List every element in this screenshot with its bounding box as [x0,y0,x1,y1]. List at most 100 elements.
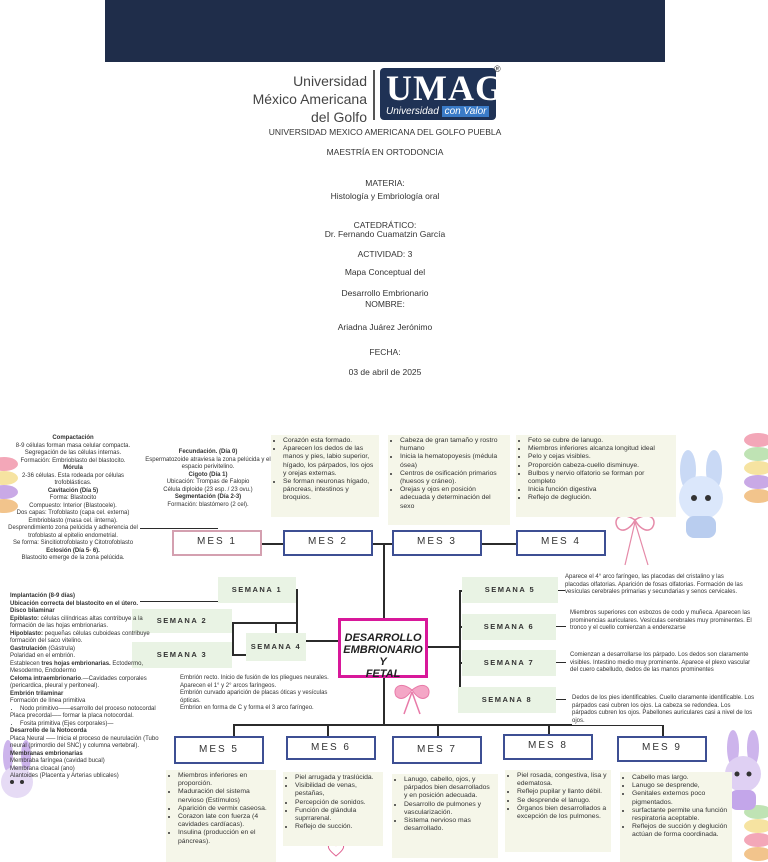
bullet-list: Corazón esta formado.Aparecen los dedos … [283,437,375,503]
connector [459,590,461,700]
connector [232,654,246,656]
title-line-1: Mapa Conceptual del [344,267,426,277]
bullet-item: Inicia la hematopoyesis (médula ósea) [400,453,506,469]
note-text: Formación: blastómero (2 cel). [167,501,249,508]
month-1-notes: Fecundación. (Día 0)Espermatozoide atrav… [140,449,276,509]
connector [233,724,235,736]
logo-divider [373,70,375,120]
note-line: Mórula [6,465,140,473]
note-list: Fosita primitiva (Ejes corporales)— [20,721,170,729]
note-line: Hipoblasto: pequeñas células cuboideas c… [10,631,170,646]
bullet-item: Miembros inferiores en proporción. [178,772,272,788]
note-line: Embrión trilaminar [10,691,170,699]
month-2-notes: Corazón esta formado.Aparecen los dedos … [271,435,379,517]
week-6-box: SEMANA 6 [462,614,556,640]
note-line: Placa precordal—– formar la placa notoco… [10,713,170,721]
date: 03 de abril de 2025 [348,367,422,377]
note-text: Forma: Blastocito [49,495,97,501]
note-line: Membranas embrionarias [10,751,170,759]
week-5-notes: Aparece el 4° arco faríngeo, las placoda… [565,574,745,597]
bullet-list: Lanugo, cabello, ojos, y párpados bien d… [404,776,494,833]
note-line: Espermatozoide atraviesa la zona pelúcid… [140,457,276,472]
month-1-box: MES 1 [172,530,262,556]
note-heading: Membranas embrionarias [10,750,83,757]
note-text: Blastocito emerge de la zona pelúcida. [21,555,125,561]
week-8-notes: Dedos de los pies identificables. Cuello… [572,695,756,725]
bullet-item: Bulbos y nervio olfatorio se forman por … [528,470,672,486]
note-list: Nodo primitivo——esarrollo del proceso no… [20,706,170,714]
bullet-item: Sistema nervioso mas desarrollado. [404,817,494,833]
week-1-box: SEMANA 1 [218,577,296,603]
umag-logo: UMAG Universidad con Valor [380,68,496,120]
note-line: Desarrollo de la Notocorda [10,728,170,736]
note-term: tres hojas embrionarias. [41,660,111,667]
teacher-label: CATEDRÁTICO: [353,220,417,230]
bullet-item: Aparición de vermix caseosa. [178,805,272,813]
note-heading: Cigoto (Día 1) [188,471,228,478]
center-bow-icon [394,684,430,715]
note-text: Dos capas: Trofoblasto (capa cel. extern… [16,510,130,516]
note-text: Placa precordal—– formar la placa notoco… [10,713,134,719]
week-4-notes: Embrión recto. Inicio de fusión de los p… [180,675,340,713]
note-line: Compactación [6,435,140,443]
bullet-item: Maduración del sistema nervioso (Estímul… [178,788,272,804]
note-heading: Cavitación (Día 5) [47,487,99,494]
month-2-box: MES 2 [283,530,373,556]
activity: ACTIVIDAD: 3 [357,249,413,259]
note-text: .—Cavidades corporales (pericardica, ple… [10,675,147,690]
connector [383,543,385,619]
note-line: Embrión curvado aparición de placas ótic… [180,690,328,704]
bullet-item: Se forman neuronas hígado, páncreas, int… [283,478,375,503]
bullet-item: Piel rosada, congestiva, lisa y edematos… [517,772,607,788]
connector [140,601,218,602]
note-line: Establecen tres hojas embrionarias. Ecto… [10,661,170,676]
bullet-item: Lanugo se desprende, [632,782,728,790]
bullet-item: Cabello mas largo. [632,774,728,782]
connector [232,622,298,624]
note-line: Membraba faríngea (cavidad bucal) [10,758,170,766]
note-text: Espermatozoide atraviesa la zona pelúcid… [145,456,271,471]
bunny-character-icon [679,450,723,538]
note-line: Desprendimiento zona pelúcida y adherenc… [6,525,140,540]
note-line: Ubicación correcta del blastocito en el … [10,601,170,609]
note-line: Membrana cloacal (ano) [10,766,170,774]
note-line: Celoma intraembrionario.—Cavidades corpo… [10,676,170,691]
note-text: 8-9 células forman masa celular compacta… [15,442,131,449]
bullet-list: Piel rosada, congestiva, lisa y edematos… [517,772,607,821]
bullet-list: Cabeza de gran tamaño y rostro humanoIni… [400,437,506,511]
university-line: UNIVERSIDAD MEXICO AMERICANA DEL GOLFO P… [268,127,502,137]
bunny-character-purple-icon [725,730,761,810]
implantation-notes: Implantación (8-9 días)Ubicación correct… [10,593,170,781]
week-6-notes: Miembros superiores con esbozos de codo … [570,610,754,633]
note-text: Célula diploide (23 esp. / 23 ovu.) [163,486,253,493]
bullet-item: Feto se cubre de lanugo. [528,437,672,445]
note-line: Dos capas: Trofoblasto (capa cel. extern… [6,510,140,518]
connector [548,724,550,736]
note-line: Disco bilaminar [10,608,170,616]
note-text: pequeñas células cuboideas contribuye fo… [10,630,150,645]
bullet-item: Genitales externos poco pigmentados. [632,790,728,806]
note-line: Embrioblasto (masa cel. iinterna). [6,518,140,526]
bullet-item: Cabeza de gran tamaño y rostro humano [400,437,506,453]
bullet-item: Insulina (producción en el páncreas). [178,829,272,845]
note-heading: Fecundación. (Día 0) [178,449,238,455]
note-item: Nodo primitivo——esarrollo del proceso no… [20,706,170,714]
bullet-item: surfactante permite una función respirat… [632,807,728,823]
bullet-item: Piel arrugada y traslúcida. [295,774,379,782]
note-line: Formación: blastómero (2 cel). [140,502,276,510]
note-heading: Compactación [52,435,94,441]
bullet-item: Percepción de sonidos. [295,799,379,807]
bullet-list: Feto se cubre de lanugo.Miembros inferio… [528,437,672,503]
subject: Histología y Embriología oral [330,191,440,201]
bullet-list: Cabello mas largo.Lanugo se desprende,Ge… [632,774,728,840]
connector [296,589,298,653]
bullet-item: Orejas y ojos en posición adecuada y det… [400,486,506,511]
note-text: Se forma: Sincitiotrofoblasto y Citotrof… [12,540,134,546]
bullet-item: Función de glándula suprrarenal. [295,807,379,823]
note-text: Polaridad en el embrión. [10,653,76,659]
week-7-box: SEMANA 7 [462,650,556,676]
note-heading: Embrión trilaminar [10,690,64,697]
note-text: células cilíndricas altas contribuye a l… [10,615,143,630]
note-heading: Mórula [63,465,83,471]
